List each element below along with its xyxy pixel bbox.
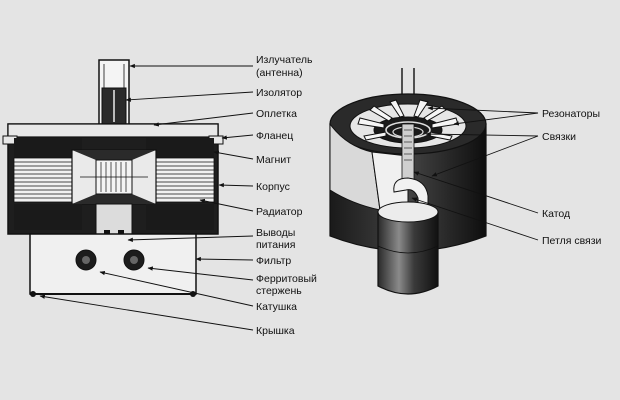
label-coupling-loop: Петля связи	[542, 235, 602, 247]
label-filter: Фильтр	[256, 255, 291, 267]
resonator-vanes	[357, 99, 459, 141]
label-emitter-line1: Излучатель	[256, 54, 313, 66]
cathode-rod	[401, 123, 415, 181]
radiator-fins-right	[155, 157, 215, 203]
label-magnet: Магнит	[256, 154, 291, 166]
radiator-fins-left	[13, 157, 73, 203]
anode-cutaway	[329, 68, 487, 295]
label-ferrite-line1: Ферритовый	[256, 273, 317, 285]
magnetron-cross-section	[2, 59, 224, 297]
label-leads-line1: Выводы	[256, 227, 295, 239]
label-cover: Крышка	[256, 325, 295, 337]
label-coil: Катушка	[256, 301, 297, 313]
label-braid: Оплетка	[256, 108, 297, 120]
label-radiator: Радиатор	[256, 206, 303, 218]
label-leads-line2: питания	[256, 239, 295, 251]
label-straps: Связки	[542, 131, 576, 143]
filter-box	[29, 233, 197, 295]
label-ferrite-line2: стержень	[256, 285, 302, 297]
label-cathode: Катод	[542, 208, 570, 220]
label-flange: Фланец	[256, 130, 293, 142]
label-resonators: Резонаторы	[542, 108, 600, 120]
label-insulator: Изолятор	[256, 87, 302, 99]
label-housing: Корпус	[256, 181, 290, 193]
label-emitter-line2: (антенна)	[256, 67, 303, 79]
